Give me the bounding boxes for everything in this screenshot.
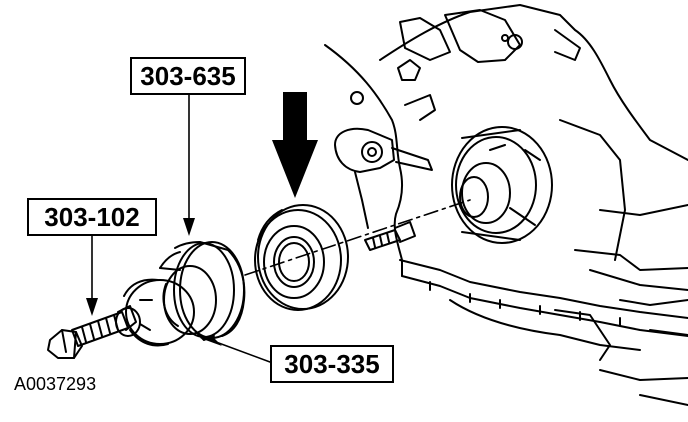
tool-label-303-635: 303-635 bbox=[130, 57, 246, 95]
callout-leaders bbox=[91, 94, 271, 363]
mounting-bracket bbox=[334, 127, 433, 229]
tool-label-303-102: 303-102 bbox=[27, 198, 157, 236]
seal-installer-tool bbox=[159, 241, 246, 339]
figure-id: A0037293 bbox=[14, 374, 97, 394]
leader-arrowhead-102 bbox=[86, 298, 98, 316]
press-direction-arrow bbox=[272, 92, 318, 198]
leader-arrowhead-335 bbox=[200, 336, 222, 346]
crankshaft-stud bbox=[364, 221, 416, 251]
forcing-screw bbox=[47, 305, 137, 359]
oil-pan-rail bbox=[399, 259, 688, 351]
front-seal bbox=[254, 204, 349, 311]
leader-arrowhead-635 bbox=[183, 218, 195, 236]
crankshaft-hub bbox=[451, 126, 553, 244]
tool-label-303-335: 303-335 bbox=[270, 345, 394, 383]
alignment-centerline bbox=[244, 199, 471, 276]
engine-block bbox=[324, 4, 688, 406]
